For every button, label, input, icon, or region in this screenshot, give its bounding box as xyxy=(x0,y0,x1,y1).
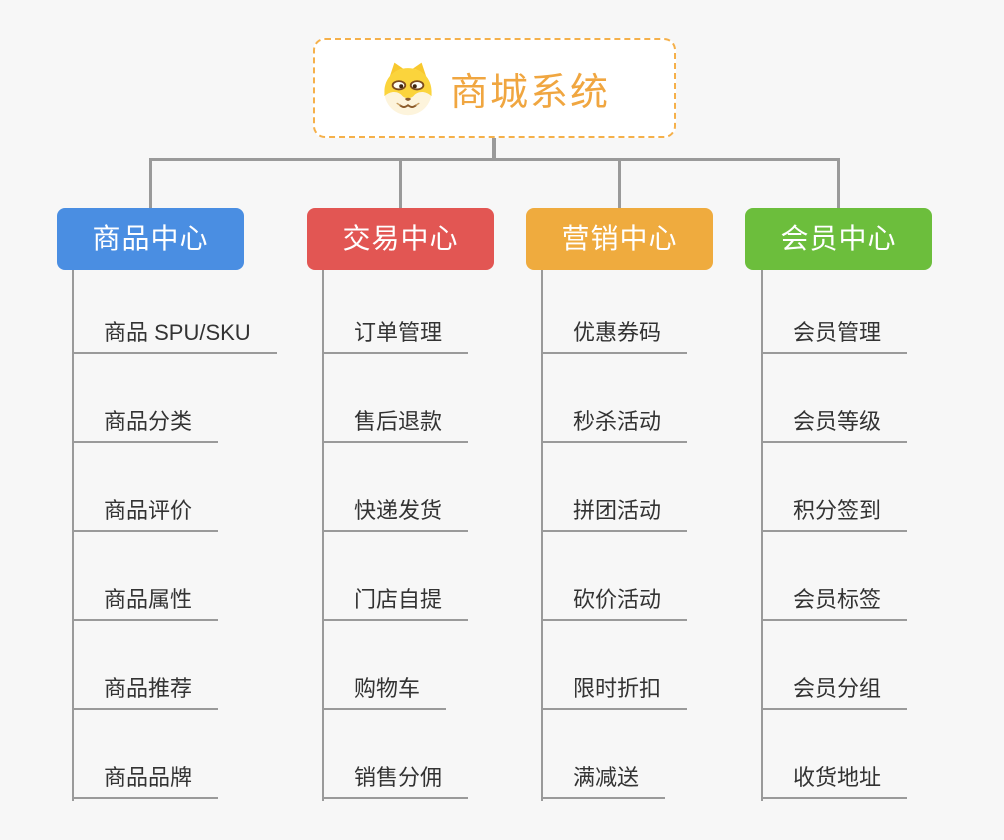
leaf-product-attribute[interactable]: 商品属性 xyxy=(72,587,219,621)
leaf-coupon-code[interactable]: 优惠券码 xyxy=(541,320,688,354)
leaf-limited-time-discount[interactable]: 限时折扣 xyxy=(541,676,688,710)
leaf-member-tag[interactable]: 会员标签 xyxy=(761,587,908,621)
root-node[interactable]: 商城系统 xyxy=(313,38,676,138)
leaf-group-buy[interactable]: 拼团活动 xyxy=(541,498,688,532)
connector-root-drop xyxy=(492,138,496,160)
dog-face-icon xyxy=(384,62,432,116)
leaf-express-delivery[interactable]: 快递发货 xyxy=(322,498,469,532)
trunk-branch-1 xyxy=(72,270,74,801)
branch-marketing-center[interactable]: 营销中心 xyxy=(526,208,713,270)
leaf-flash-sale[interactable]: 秒杀活动 xyxy=(541,409,688,443)
leaf-spend-and-save[interactable]: 满减送 xyxy=(541,765,666,799)
connector-drop-branch-3 xyxy=(618,161,621,208)
connector-drop-branch-2 xyxy=(399,161,402,208)
leaf-product-brand[interactable]: 商品品牌 xyxy=(72,765,219,799)
leaf-shopping-cart[interactable]: 购物车 xyxy=(322,676,447,710)
trunk-branch-2 xyxy=(322,270,324,801)
trunk-branch-4 xyxy=(761,270,763,801)
leaf-member-group[interactable]: 会员分组 xyxy=(761,676,908,710)
trunk-branch-3 xyxy=(541,270,543,801)
leaf-shipping-address[interactable]: 收货地址 xyxy=(761,765,908,799)
leaf-product-recommend[interactable]: 商品推荐 xyxy=(72,676,219,710)
connector-horizontal-bus xyxy=(149,158,840,161)
branch-trade-center[interactable]: 交易中心 xyxy=(307,208,494,270)
leaf-points-checkin[interactable]: 积分签到 xyxy=(761,498,908,532)
leaf-product-category[interactable]: 商品分类 xyxy=(72,409,219,443)
branch-product-center[interactable]: 商品中心 xyxy=(57,208,244,270)
leaf-member-management[interactable]: 会员管理 xyxy=(761,320,908,354)
branch-member-center[interactable]: 会员中心 xyxy=(745,208,932,270)
connector-drop-branch-4 xyxy=(837,161,840,208)
leaf-bargain-activity[interactable]: 砍价活动 xyxy=(541,587,688,621)
root-title: 商城系统 xyxy=(449,71,610,114)
leaf-aftersale-refund[interactable]: 售后退款 xyxy=(322,409,469,443)
leaf-product-review[interactable]: 商品评价 xyxy=(72,498,219,532)
leaf-sales-commission[interactable]: 销售分佣 xyxy=(322,765,469,799)
leaf-member-level[interactable]: 会员等级 xyxy=(761,409,908,443)
leaf-order-management[interactable]: 订单管理 xyxy=(322,320,469,354)
leaf-store-pickup[interactable]: 门店自提 xyxy=(322,587,469,621)
leaf-product-spu-sku[interactable]: 商品 SPU/SKU xyxy=(72,320,277,354)
connector-drop-branch-1 xyxy=(149,161,152,208)
